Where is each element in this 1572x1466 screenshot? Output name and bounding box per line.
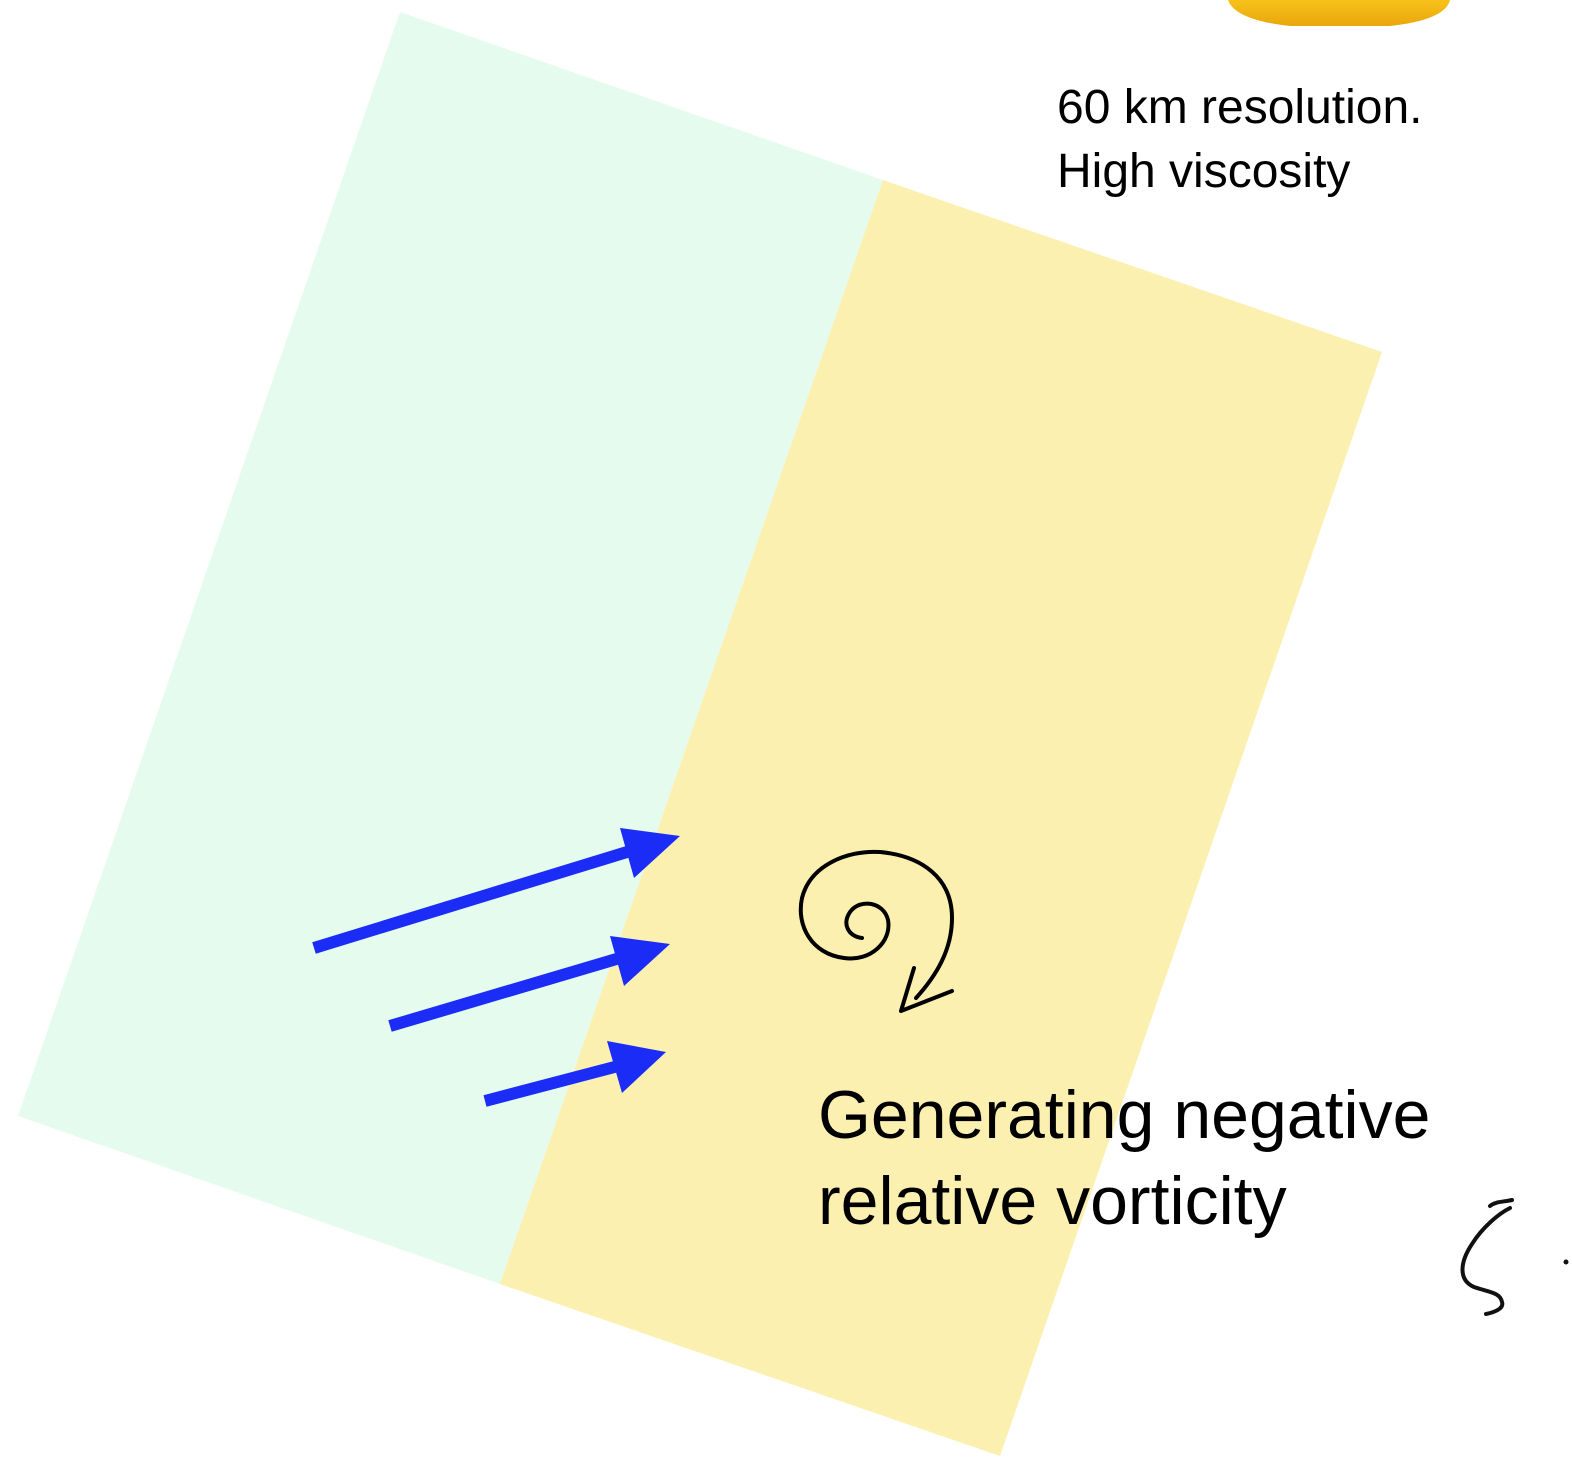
flow-arrow-icon <box>312 828 680 954</box>
vorticity-label-line1: Generating negative <box>818 1077 1431 1153</box>
left-region <box>18 12 883 1284</box>
vorticity-label: Generating negative relative vorticity <box>818 1072 1430 1244</box>
resolution-label: 60 km resolution. High viscosity <box>1057 76 1423 204</box>
flow-arrow-icon <box>388 936 670 1032</box>
sun-icon <box>1228 0 1450 26</box>
zeta-symbol <box>1460 1198 1569 1316</box>
resolution-label-line2: High viscosity <box>1057 145 1351 198</box>
resolution-label-line1: 60 km resolution. <box>1057 81 1423 134</box>
flow-arrow-icon <box>483 1041 666 1107</box>
right-region <box>500 180 1382 1456</box>
vorticity-label-line2: relative vorticity <box>818 1163 1287 1239</box>
counterclockwise-spiral-icon <box>798 849 954 1013</box>
